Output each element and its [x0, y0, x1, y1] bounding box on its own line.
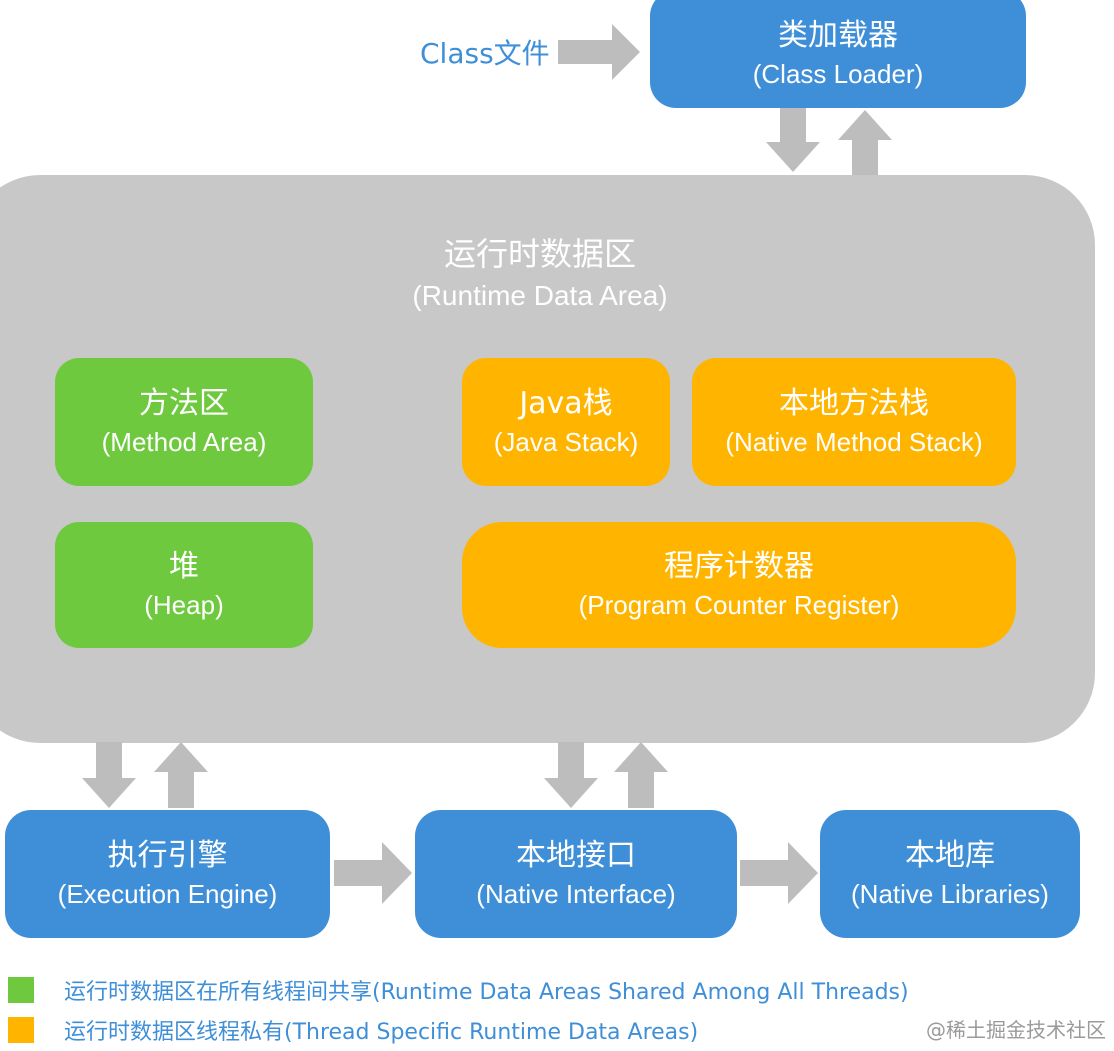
java-stack-box: Java栈 (Java Stack)	[462, 358, 670, 486]
native-interface-box: 本地接口 (Native Interface)	[415, 810, 737, 938]
execution-engine-box: 执行引擎 (Execution Engine)	[5, 810, 330, 938]
heap-box: 堆 (Heap)	[55, 522, 313, 648]
native-libraries-en: (Native Libraries)	[851, 879, 1049, 909]
arrow-interface-to-libraries	[740, 842, 818, 904]
arrow-runtime-to-interface-down	[544, 742, 598, 808]
java-stack-zh: Java栈	[519, 386, 613, 421]
class-loader-en: (Class Loader)	[752, 59, 924, 89]
method-area-en: (Method Area)	[101, 427, 267, 457]
program-counter-box: 程序计数器 (Program Counter Register)	[462, 522, 1016, 648]
legend-text-thread: 运行时数据区线程私有(Thread Specific Runtime Data …	[64, 1020, 699, 1045]
arrow-runtime-up	[838, 110, 892, 175]
execution-engine-en: (Execution Engine)	[57, 879, 278, 909]
arrow-interface-to-runtime-up	[614, 742, 668, 808]
native-libraries-zh: 本地库	[905, 838, 995, 873]
program-counter-zh: 程序计数器	[664, 549, 814, 584]
method-area-box: 方法区 (Method Area)	[55, 358, 313, 486]
runtime-title-en: (Runtime Data Area)	[412, 280, 668, 311]
arrow-engine-to-runtime-up	[154, 742, 208, 808]
execution-engine-zh: 执行引擎	[107, 838, 228, 873]
class-loader-zh: 类加载器	[778, 18, 898, 53]
arrow-engine-to-interface	[334, 842, 412, 904]
class-file-label: Class文件	[420, 37, 550, 70]
arrow-loader-down	[766, 105, 820, 172]
program-counter-en: (Program Counter Register)	[578, 590, 900, 620]
arrow-classfile-to-loader	[558, 24, 640, 80]
legend-text-shared: 运行时数据区在所有线程间共享(Runtime Data Areas Shared…	[64, 980, 909, 1005]
runtime-title-zh: 运行时数据区	[443, 235, 636, 273]
legend-swatch-orange	[8, 1017, 34, 1043]
watermark: @稀土掘金技术社区	[926, 1018, 1106, 1042]
class-loader-box: 类加载器 (Class Loader)	[650, 0, 1026, 108]
arrow-runtime-to-engine-down	[82, 742, 136, 808]
heap-zh: 堆	[169, 549, 199, 584]
native-interface-en: (Native Interface)	[476, 879, 676, 909]
native-libraries-box: 本地库 (Native Libraries)	[820, 810, 1080, 938]
runtime-data-area-title: 运行时数据区 (Runtime Data Area)	[290, 232, 790, 316]
native-method-stack-box: 本地方法栈 (Native Method Stack)	[692, 358, 1016, 486]
native-method-stack-en: (Native Method Stack)	[725, 427, 983, 457]
native-interface-zh: 本地接口	[516, 838, 636, 873]
legend-swatch-green	[8, 977, 34, 1003]
legend-item-thread: 运行时数据区线程私有(Thread Specific Runtime Data …	[8, 1014, 698, 1046]
heap-en: (Heap)	[144, 590, 224, 620]
native-method-stack-zh: 本地方法栈	[779, 386, 929, 421]
java-stack-en: (Java Stack)	[493, 427, 639, 457]
legend-item-shared: 运行时数据区在所有线程间共享(Runtime Data Areas Shared…	[8, 974, 909, 1006]
method-area-zh: 方法区	[139, 386, 229, 421]
